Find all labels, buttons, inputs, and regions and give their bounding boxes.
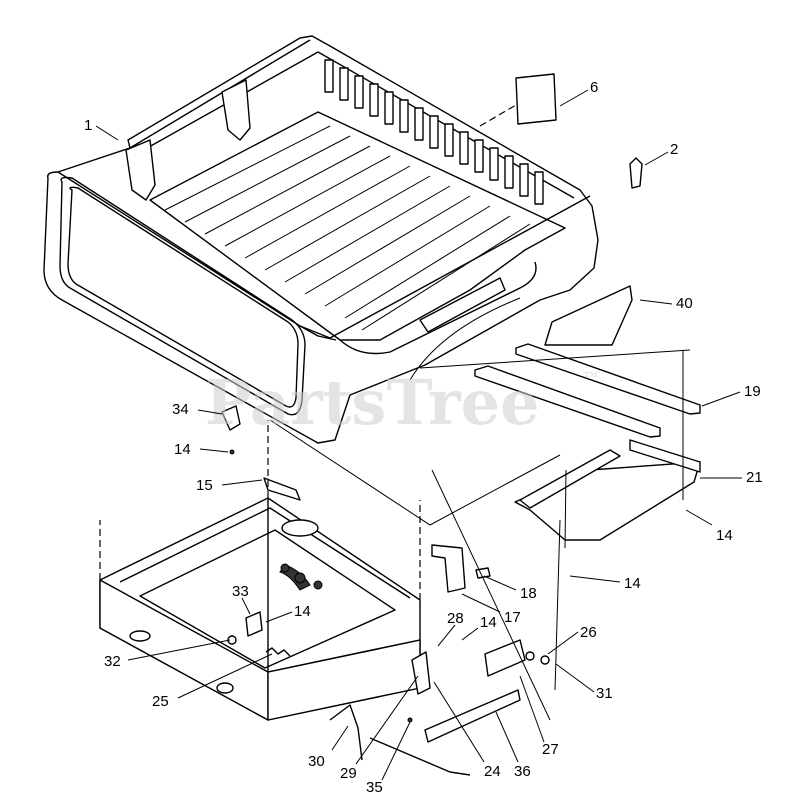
watermark-trademark: ™ <box>582 369 600 390</box>
callout-17: 17 <box>504 609 521 626</box>
callout-28: 28 <box>447 610 464 627</box>
plate <box>544 285 633 346</box>
side-wall-slats <box>324 59 544 205</box>
callout-34: 34 <box>172 401 189 418</box>
watermark: PartsTree <box>205 366 540 439</box>
callout-25: 27 <box>542 741 559 758</box>
callout-32: 32 <box>104 653 121 670</box>
callout-6: 6 <box>590 79 598 96</box>
cargo-box <box>43 35 599 444</box>
callout-30: 30 <box>308 753 325 770</box>
bumper-pin <box>629 157 643 189</box>
callouts: 1 2 6 40 19 21 14 14 14 34 15 18 17 28 1… <box>84 79 763 796</box>
decal <box>515 73 557 125</box>
callout-24: 24 <box>484 763 501 780</box>
callout-31: 25 <box>152 693 169 710</box>
callout-36: 36 <box>514 763 531 780</box>
callout-2: 2 <box>670 141 678 158</box>
callout-40: 40 <box>676 295 693 312</box>
callout-15: 15 <box>196 477 213 494</box>
rails <box>474 343 701 438</box>
callout-35: 35 <box>366 779 383 796</box>
callout-27: 31 <box>596 685 613 702</box>
tray-plate <box>514 461 701 541</box>
callout-14-a: 14 <box>716 527 733 544</box>
callout-14-c: 14 <box>174 441 191 458</box>
callout-26: 26 <box>580 624 597 641</box>
callout-18: 18 <box>520 585 537 602</box>
callout-1: 1 <box>84 117 92 134</box>
callout-14-e: 14 <box>294 603 311 620</box>
frame-assembly <box>99 405 550 776</box>
callout-14-d: 14 <box>480 614 497 631</box>
callout-14-b: 14 <box>624 575 641 592</box>
assembly-lines <box>99 104 691 721</box>
callout-33: 33 <box>232 583 249 600</box>
callout-21: 21 <box>746 469 763 486</box>
callout-19: 19 <box>744 383 761 400</box>
callout-29: 29 <box>340 765 357 782</box>
